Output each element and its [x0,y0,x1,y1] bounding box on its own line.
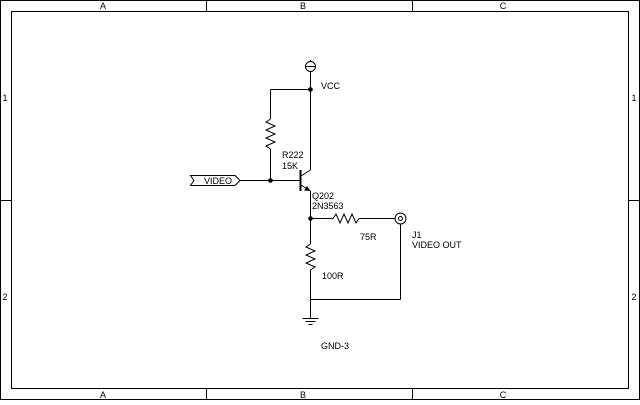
r222-ref: R222 [282,150,304,160]
ground-net-label: GND-3 [321,341,349,351]
video-input-label: VIDEO [204,176,232,186]
row-label-1-left: 1 [2,93,7,103]
ground-symbol [302,318,319,325]
r222-resistor [264,118,277,150]
wire-vcc-rail [270,89,311,170]
column-label-c-top: C [500,1,507,11]
j1-ref: J1 [412,230,422,240]
q202-transistor [299,169,311,219]
column-label-a-bottom: A [100,390,106,400]
row-label-2-left: 2 [2,292,7,302]
q202-emitter-arrow [304,186,311,191]
q202-value: 2N3563 [312,201,344,211]
junction-vcc [308,87,313,92]
r-series-value: 75R [360,232,377,242]
video-input-port [189,175,241,186]
vcc-net-label: VCC [321,81,341,91]
column-label-b-top: B [300,1,306,11]
q202-ref: Q202 [312,191,334,201]
j1-connector [394,212,407,300]
column-label-a-top: A [100,1,106,11]
junction-base [268,178,273,183]
column-label-b-bottom: B [300,390,306,400]
inner-border [11,11,629,389]
row-label-1-right: 1 [631,93,636,103]
r222-value: 15K [282,161,298,171]
r-load-resistor [304,243,317,271]
row-label-2-right: 2 [631,292,636,302]
r-series-resistor [332,212,360,225]
column-label-c-bottom: C [500,390,507,400]
j1-value: VIDEO OUT [412,240,462,250]
r-load-value: 100R [322,271,344,281]
vcc-power-symbol [305,60,316,90]
